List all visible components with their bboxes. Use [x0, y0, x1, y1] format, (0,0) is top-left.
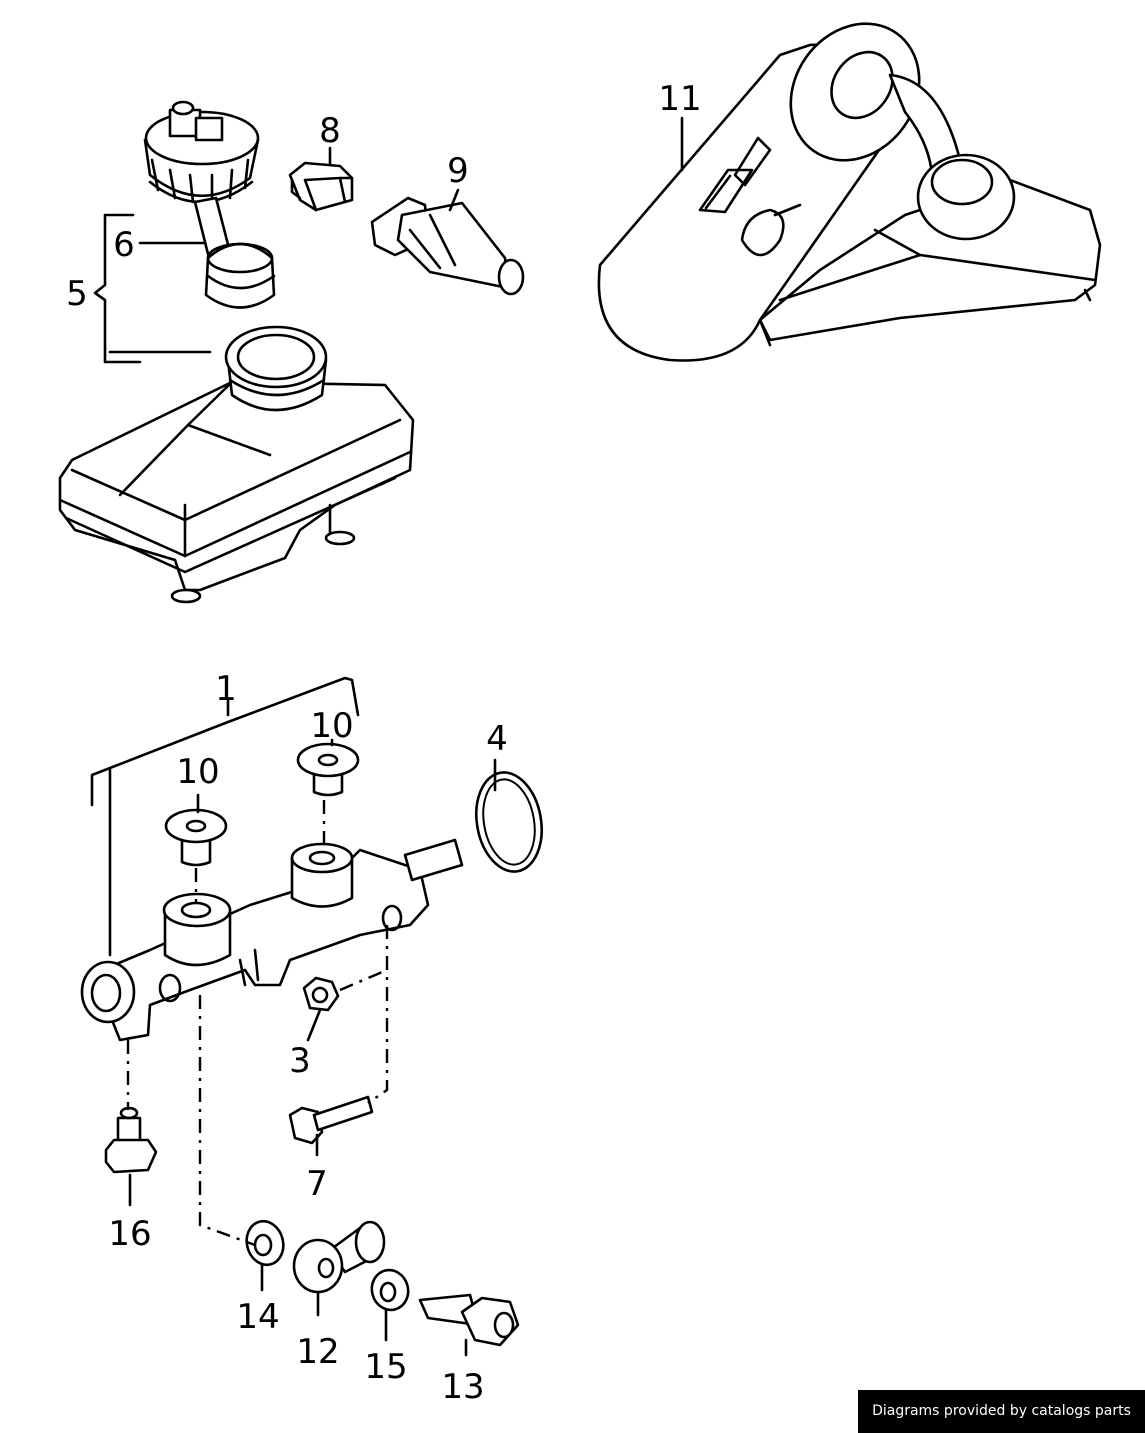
callout-7: 7 [306, 1164, 328, 1204]
part-3-nut [302, 976, 340, 1012]
callout-9: 9 [447, 151, 469, 191]
callout-8: 8 [319, 111, 341, 151]
callout-4: 4 [486, 719, 508, 759]
part-16-bleeder-valve [104, 1106, 158, 1174]
callout-12: 12 [296, 1332, 339, 1372]
part-7-bolt [288, 1095, 374, 1145]
part-12-banjo-fitting [292, 1220, 386, 1294]
credit-banner: Diagrams provided by catalogs parts [858, 1390, 1145, 1433]
part-10-grommet-left [164, 808, 228, 867]
callout-10-right: 10 [310, 706, 353, 746]
callout-1: 1 [215, 669, 237, 709]
callout-11: 11 [658, 79, 701, 119]
callout-14: 14 [236, 1297, 279, 1337]
part-8-connector [288, 161, 354, 212]
callout-5: 5 [66, 274, 88, 314]
reservoir-cap [143, 100, 276, 309]
brake-master-cylinder [80, 838, 464, 1042]
callout-3: 3 [289, 1041, 311, 1081]
callout-15: 15 [364, 1347, 407, 1387]
part-9-boot [370, 196, 525, 296]
part-4-o-ring [475, 771, 543, 873]
part-15-washer [370, 1268, 410, 1312]
callout-10-left: 10 [176, 752, 219, 792]
brake-fluid-bottle [597, 22, 1102, 362]
part-10-grommet-right [296, 742, 360, 797]
brake-fluid-reservoir [58, 325, 415, 604]
callout-13: 13 [441, 1367, 484, 1407]
part-13-hollow-bolt [418, 1293, 520, 1347]
callout-16: 16 [108, 1214, 151, 1254]
callout-6: 6 [113, 225, 135, 265]
bracket-1 [90, 676, 360, 807]
